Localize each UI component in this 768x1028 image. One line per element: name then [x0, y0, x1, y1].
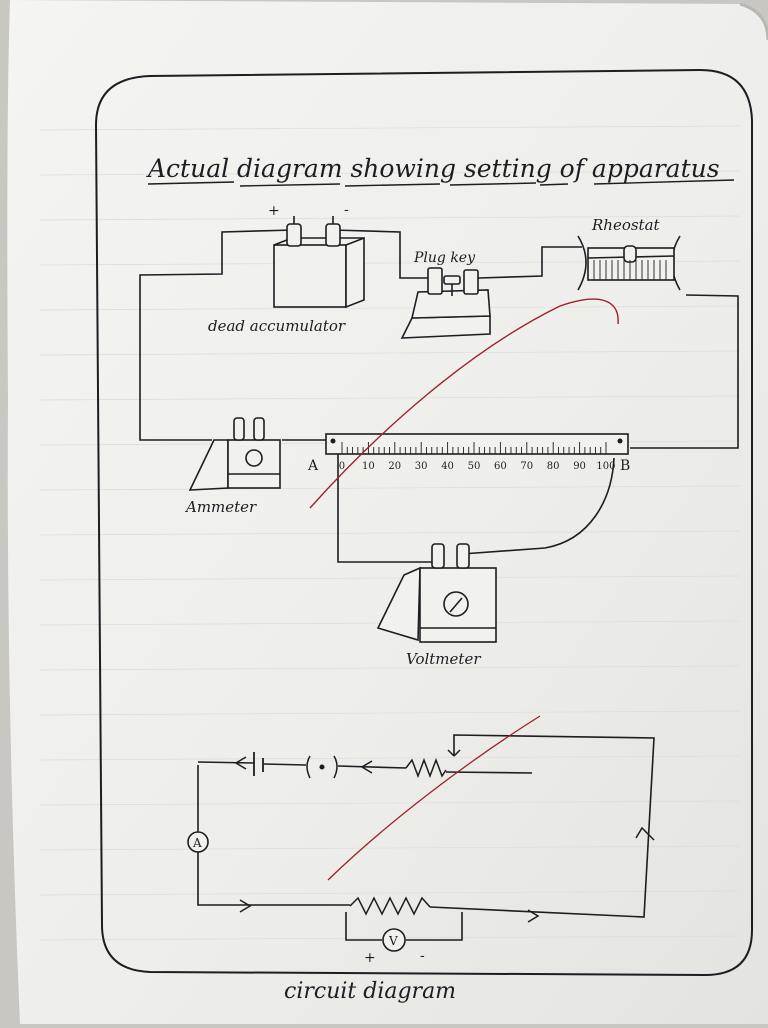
title-underline — [147, 179, 735, 187]
voltmeter-label: Voltmeter — [406, 650, 481, 668]
scale-tick-label: 70 — [520, 461, 533, 472]
battery-minus-sign: - — [344, 202, 349, 218]
end-a-label: A — [307, 458, 319, 474]
scale-tick-label: 100 — [596, 461, 615, 472]
scale-tick-label: 60 — [494, 461, 507, 472]
voltmeter-minus-sign: - — [420, 948, 425, 964]
rheostat-coil — [593, 260, 667, 280]
dead-accumulator-label: dead accumulator — [208, 317, 346, 335]
page-border — [94, 68, 753, 977]
diagram-title: Actual diagram showing setting of appara… — [146, 154, 720, 183]
scale-tick-label: 80 — [547, 461, 560, 472]
plug-key-symbol — [306, 755, 338, 779]
dead-accumulator-battery — [273, 216, 365, 309]
scale-tick-label: 90 — [573, 461, 586, 472]
scale-tick-label: 40 — [441, 461, 454, 472]
voltmeter-symbol-letter: V — [388, 934, 398, 948]
resistor-symbol — [349, 896, 431, 916]
scale-tick-labels: 0 10 20 30 40 50 60 70 80 90 100 — [339, 461, 616, 472]
metre-bridge-scale — [325, 433, 629, 455]
end-b-label: B — [620, 458, 630, 474]
red-pen-mark-bottom — [327, 715, 541, 881]
plug-key — [400, 267, 491, 339]
ammeter-label: Ammeter — [184, 498, 257, 516]
scale-tick-label: 50 — [468, 461, 481, 472]
rheostat-slider-arrow — [447, 749, 461, 757]
voltmeter-symbol — [382, 928, 406, 952]
ammeter-symbol-letter: A — [192, 836, 202, 850]
scale-tick-label: 10 — [362, 461, 375, 472]
rheostat-symbol — [405, 757, 447, 779]
voltmeter-plus-sign: + — [364, 950, 376, 966]
scale-tick-label: 0 — [339, 461, 345, 472]
scale-tick-marks — [341, 442, 607, 454]
cell-symbol — [253, 752, 264, 776]
battery-plus-sign: + — [268, 203, 280, 219]
rheostat-label: Rheostat — [591, 216, 661, 234]
circuit-wires — [197, 734, 655, 941]
voltmeter — [376, 543, 497, 643]
current-direction-arrows — [234, 756, 655, 923]
circuit-diagram-caption: circuit diagram — [284, 979, 456, 1004]
scale-tick-label: 30 — [415, 461, 428, 472]
ammeter — [188, 417, 281, 491]
red-pen-mark-top — [309, 298, 619, 509]
scale-terminals — [330, 438, 623, 444]
scale-tick-label: 20 — [388, 461, 401, 472]
ammeter-symbol — [187, 831, 209, 853]
plug-key-label: Plug key — [413, 250, 476, 266]
apparatus-wires — [139, 229, 739, 563]
